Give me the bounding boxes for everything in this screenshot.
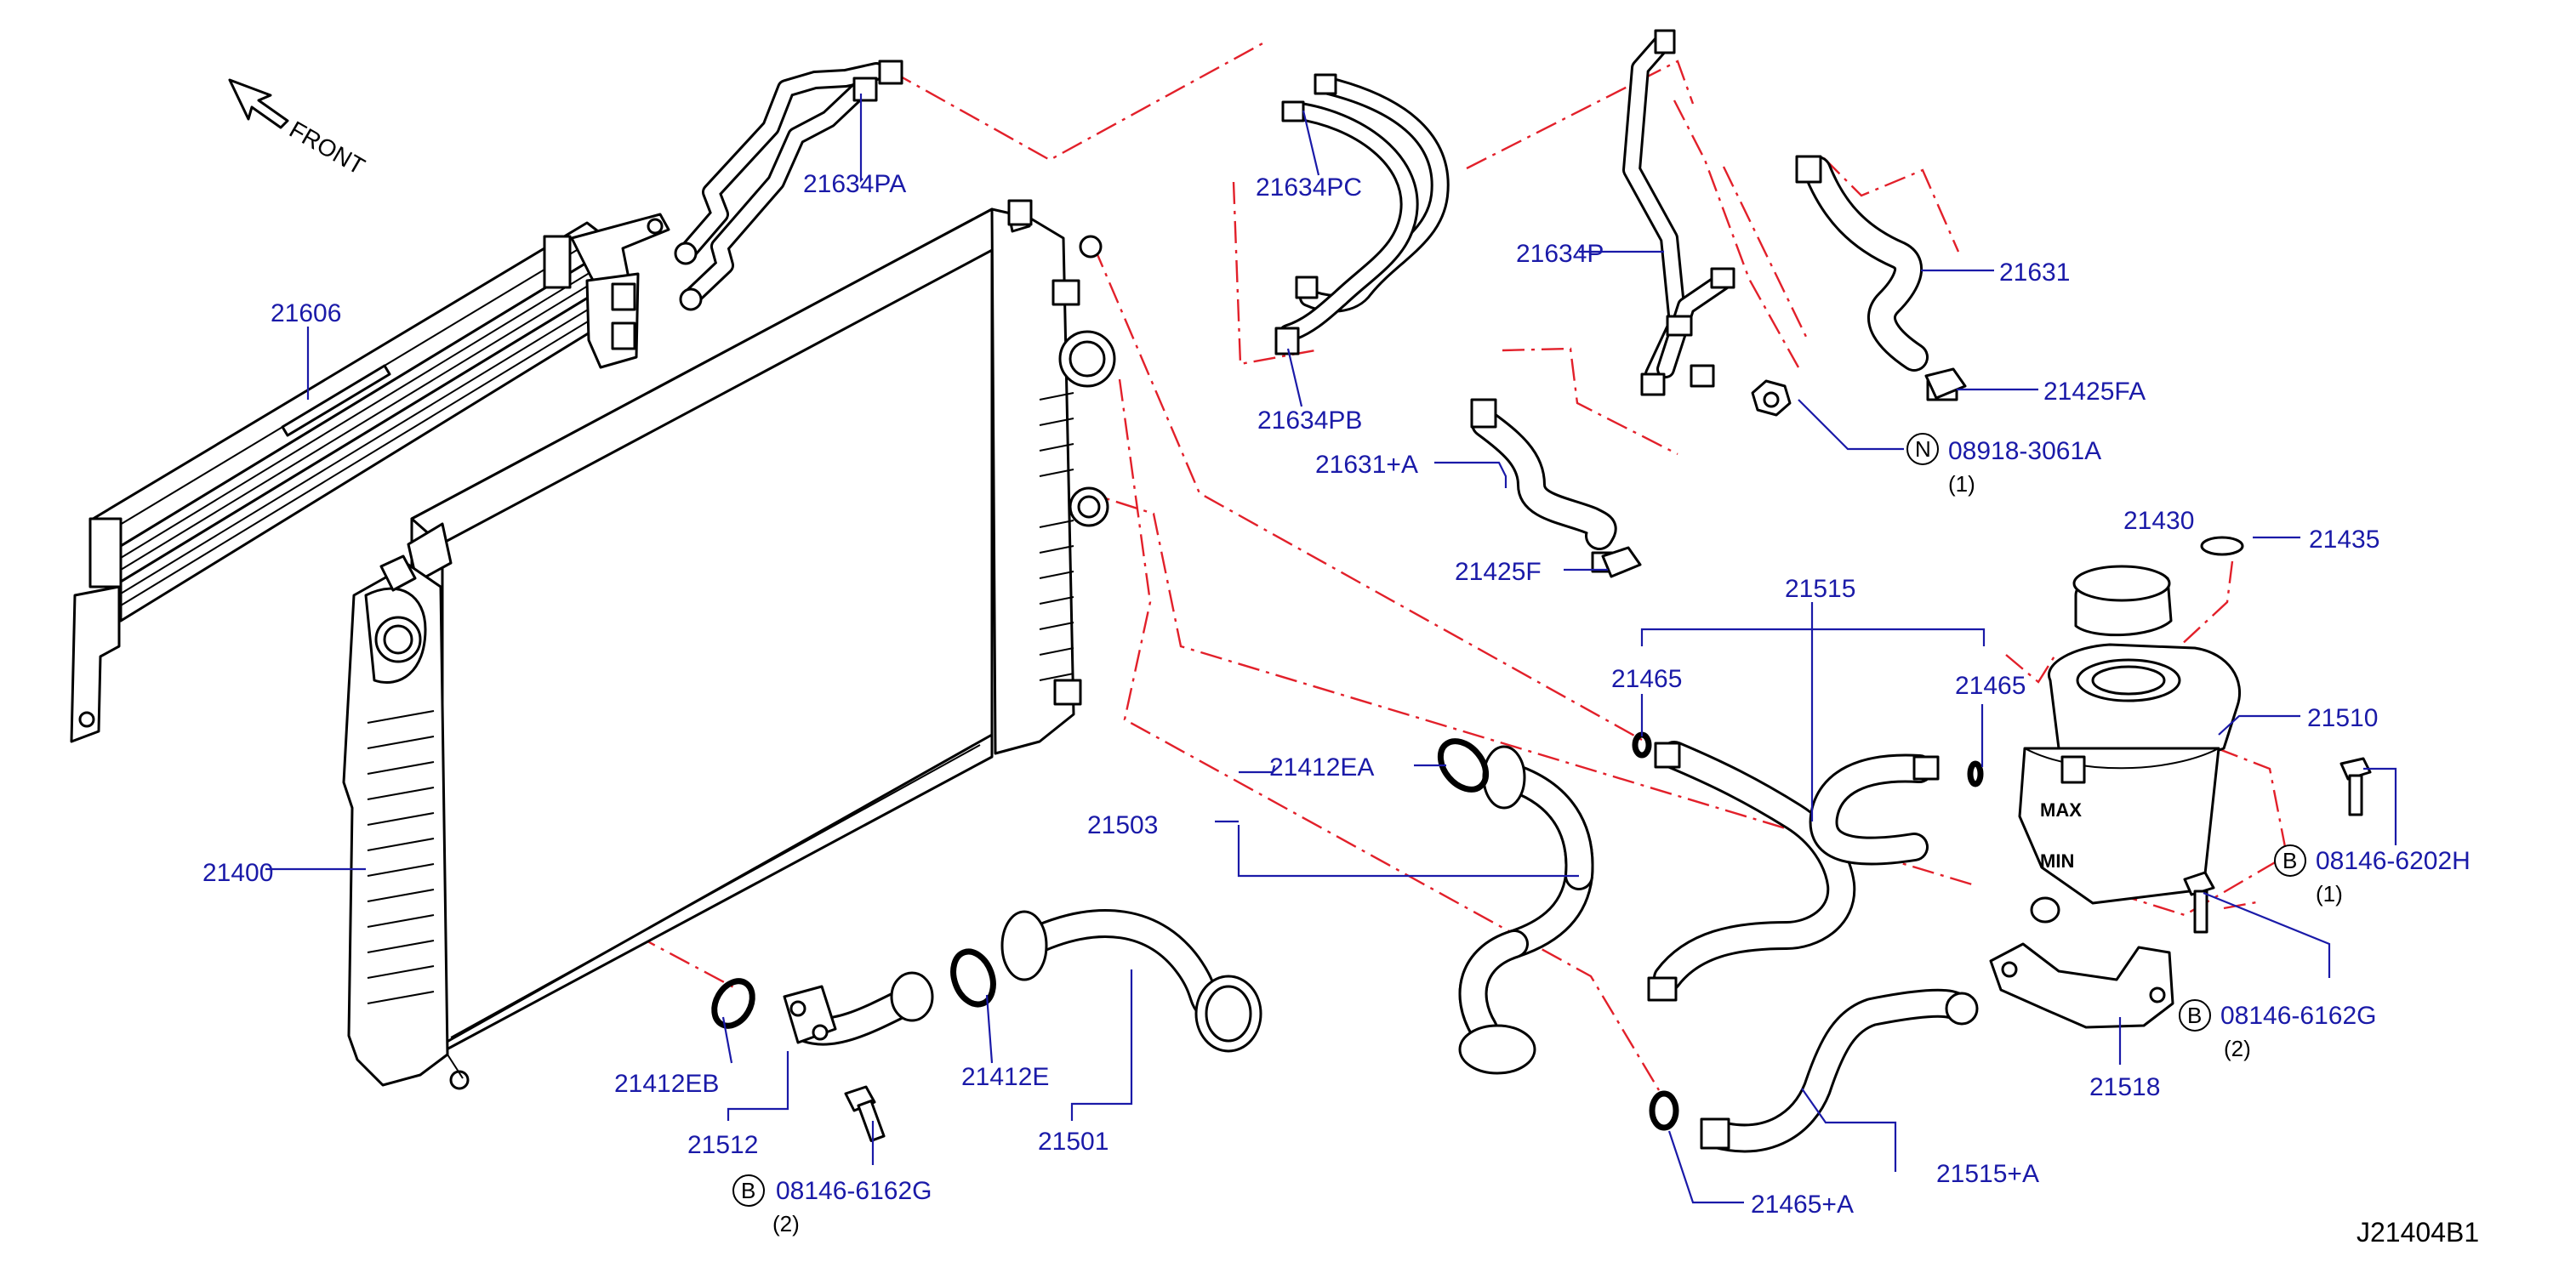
label-21634p: 21634P	[1516, 240, 1604, 268]
front-arrow-icon	[228, 78, 289, 129]
pipe-21512	[783, 971, 934, 1046]
label-21465-left: 21465	[1611, 665, 1682, 693]
radiator-left-fins	[367, 710, 435, 1004]
label-21634pc: 21634PC	[1256, 173, 1362, 202]
pipe-21634pc	[1274, 73, 1450, 355]
symbol-b-6162g-right: B	[2187, 1003, 2202, 1028]
symbol-b-6162g-left: B	[741, 1178, 755, 1203]
hose-21515	[1647, 741, 1940, 1002]
label-21631a: 21631+A	[1315, 451, 1418, 479]
nut-08918	[1751, 379, 1792, 417]
label-08146-6162g-left: 08146-6162G	[776, 1177, 932, 1205]
label-21412ea: 21412EA	[1269, 753, 1374, 782]
radiator	[342, 199, 1116, 1090]
hose-21503	[1458, 745, 1594, 1075]
label-21465-right: 21465	[1955, 672, 2026, 700]
o-ring-21412eb	[711, 978, 755, 1029]
label-21515a: 21515+A	[1936, 1160, 2039, 1188]
label-21412e: 21412E	[961, 1063, 1049, 1091]
callout-08146-6202h: B 08146-6202H (1)	[2274, 844, 2471, 907]
qty-08146-6162g-right: (2)	[2224, 1036, 2251, 1061]
leader-lines	[265, 94, 2397, 1204]
label-21634pb: 21634PB	[1257, 406, 1362, 435]
label-21634pa: 21634PA	[803, 170, 906, 198]
label-08146-6162g-right: 08146-6162G	[2220, 1002, 2377, 1030]
cooler-pipe	[674, 60, 903, 311]
reservoir-tank: MAX MIN	[2018, 643, 2242, 924]
label-21435: 21435	[2309, 526, 2379, 554]
label-21412eb: 21412EB	[614, 1070, 719, 1098]
label-21503: 21503	[1087, 811, 1158, 839]
bolt-08146-6162g-right	[2183, 871, 2215, 934]
label-08918-3061a: 08918-3061A	[1948, 437, 2101, 465]
clamp-21425fa	[1924, 367, 1967, 400]
o-ring-21465-left	[1632, 731, 1652, 759]
label-21510: 21510	[2307, 704, 2378, 732]
symbol-b-6202h: B	[2282, 848, 2297, 873]
diagram-id: J21404B1	[2357, 1217, 2479, 1248]
qty-08146-6162g-left: (2)	[772, 1211, 800, 1236]
pipe-21634p	[1622, 29, 1735, 396]
association-lines	[419, 41, 2288, 1091]
callout-08146-6162g-right: B 08146-6162G (2)	[2179, 999, 2377, 1061]
callout-08918-3061a: N 08918-3061A (1)	[1906, 433, 2101, 497]
reservoir-cap	[2072, 565, 2173, 637]
reservoir-bracket	[1989, 942, 2174, 1029]
label-21425fa: 21425FA	[2043, 378, 2146, 406]
label-21430: 21430	[2123, 507, 2194, 535]
label-21606: 21606	[271, 299, 341, 327]
oil-cooler	[70, 213, 670, 743]
label-21515: 21515	[1785, 575, 1855, 603]
label-21501: 21501	[1038, 1128, 1108, 1156]
front-label: FRONT	[285, 116, 369, 179]
radiator-right-fins	[1039, 392, 1074, 681]
bolt-08146-6202h	[2339, 757, 2372, 816]
hose-21515a	[1700, 988, 1979, 1153]
label-21400: 21400	[202, 859, 273, 887]
o-ring-21412ea	[1437, 738, 1490, 793]
label-21518: 21518	[2089, 1073, 2160, 1101]
callout-08146-6162g-left: B 08146-6162G (2)	[732, 1174, 932, 1236]
symbol-n: N	[1915, 436, 1931, 462]
label-21631: 21631	[1999, 259, 2070, 287]
cap-seal	[2200, 536, 2244, 556]
clamp-21425f	[1601, 546, 1642, 578]
hose-21631	[1795, 155, 1958, 401]
label-21465a: 21465+A	[1751, 1191, 1854, 1219]
qty-08918-3061a: (1)	[1948, 471, 1975, 497]
o-ring-21412e	[950, 948, 996, 1008]
callout-labels: 21634PA 21634PC 21634P 21631 21606 21634…	[202, 170, 2471, 1236]
bolt-08146-6162g-left	[844, 1085, 886, 1142]
label-21425f: 21425F	[1455, 558, 1542, 586]
o-ring-21465-right	[1967, 760, 1984, 787]
tank-mark-max: MAX	[2040, 799, 2082, 821]
qty-08146-6202h: (1)	[2316, 881, 2343, 907]
label-08146-6202h: 08146-6202H	[2316, 847, 2471, 875]
o-ring-21465a	[1649, 1090, 1679, 1131]
label-21512: 21512	[687, 1131, 758, 1159]
tank-mark-min: MIN	[2040, 850, 2074, 872]
hose-21631a	[1470, 398, 1623, 573]
hose-21501	[1000, 909, 1262, 1053]
